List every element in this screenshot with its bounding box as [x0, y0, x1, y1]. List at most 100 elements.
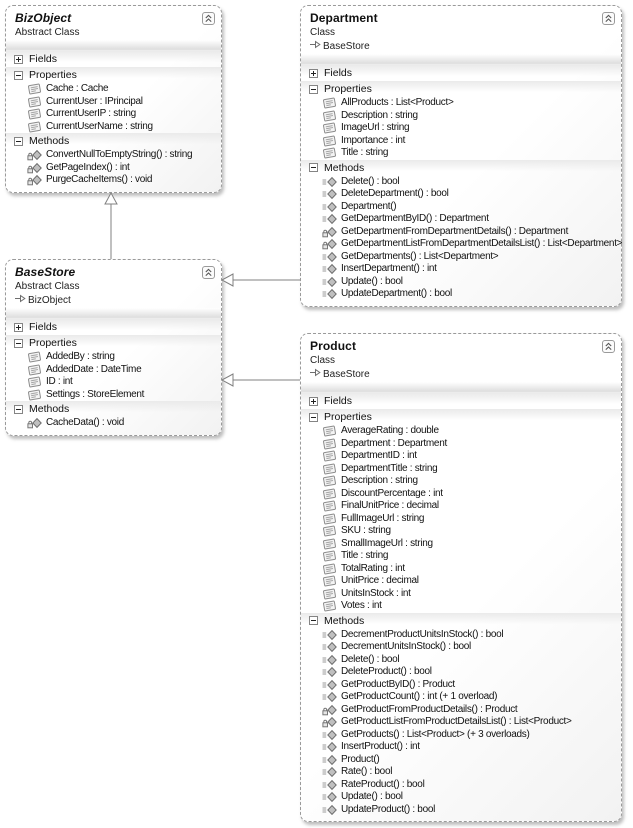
member-row-property[interactable]: ImageUrl : string	[301, 122, 621, 135]
class-title-row: Department	[310, 12, 615, 25]
member-row-property[interactable]: Votes : int	[301, 600, 621, 613]
method-icon	[322, 766, 337, 778]
member-row-method[interactable]: GetDepartmentFromDepartmentDetails() : D…	[301, 226, 621, 239]
compartment-header-methods[interactable]: Methods	[6, 133, 221, 149]
member-row-property[interactable]: Importance : int	[301, 135, 621, 148]
minus-expander-icon[interactable]	[14, 404, 23, 414]
plus-expander-icon[interactable]	[309, 396, 318, 406]
member-row-property[interactable]: CurrentUser : IPrincipal	[6, 96, 221, 109]
member-row-property[interactable]: ID : int	[6, 376, 221, 389]
member-row-method[interactable]: GetProductListFromProductDetailsList() :…	[301, 716, 621, 729]
plus-expander-icon[interactable]	[14, 322, 23, 332]
member-row-method[interactable]: DeleteDepartment() : bool	[301, 188, 621, 201]
minus-expander-icon[interactable]	[14, 136, 23, 146]
class-kind-label: Class	[310, 27, 336, 38]
collapse-button[interactable]	[602, 340, 615, 353]
collapse-button[interactable]	[202, 12, 215, 25]
member-row-property[interactable]: AddedBy : string	[6, 351, 221, 364]
member-row-method[interactable]: ConvertNullToEmptyString() : string	[6, 149, 221, 162]
property-icon	[322, 147, 337, 159]
member-row-method[interactable]: Delete() : bool	[301, 654, 621, 667]
compartment-header-properties[interactable]: Properties	[301, 81, 621, 97]
member-row-method[interactable]: CacheData() : void	[6, 417, 221, 430]
property-icon	[322, 538, 337, 550]
member-text: InsertProduct() : int	[341, 741, 420, 752]
member-row-property[interactable]: Department : Department	[301, 438, 621, 451]
plus-expander-icon[interactable]	[309, 68, 318, 78]
member-row-method[interactable]: UpdateProduct() : bool	[301, 804, 621, 817]
protected-method-icon	[322, 226, 337, 238]
minus-expander-icon[interactable]	[14, 338, 23, 348]
property-icon	[322, 588, 337, 600]
member-row-method[interactable]: Update() : bool	[301, 791, 621, 804]
member-row-property[interactable]: DepartmentTitle : string	[301, 463, 621, 476]
member-row-method[interactable]: PurgeCacheItems() : void	[6, 174, 221, 187]
member-row-property[interactable]: FinalUnitPrice : decimal	[301, 500, 621, 513]
member-row-property[interactable]: SKU : string	[301, 525, 621, 538]
member-row-method[interactable]: DecrementUnitsInStock() : bool	[301, 641, 621, 654]
member-row-property[interactable]: Title : string	[301, 147, 621, 160]
member-row-property[interactable]: AddedDate : DateTime	[6, 364, 221, 377]
member-row-method[interactable]: Product()	[301, 754, 621, 767]
member-row-property[interactable]: Settings : StoreElement	[6, 389, 221, 402]
member-text: CurrentUserIP : string	[46, 108, 136, 119]
member-row-method[interactable]: GetDepartmentByID() : Department	[301, 213, 621, 226]
minus-expander-icon[interactable]	[309, 616, 318, 625]
minus-expander-icon[interactable]	[309, 412, 318, 422]
compartment-header-properties[interactable]: Properties	[6, 335, 221, 351]
member-row-method[interactable]: DeleteProduct() : bool	[301, 666, 621, 679]
member-row-method[interactable]: UpdateDepartment() : bool	[301, 288, 621, 301]
member-row-method[interactable]: GetProductCount() : int (+ 1 overload)	[301, 691, 621, 704]
member-row-property[interactable]: CurrentUserName : string	[6, 121, 221, 134]
member-row-property[interactable]: Description : string	[301, 110, 621, 123]
minus-expander-icon[interactable]	[14, 70, 23, 80]
member-row-method[interactable]: GetDepartmentListFromDepartmentDetailsLi…	[301, 238, 623, 251]
member-row-method[interactable]: GetProductByID() : Product	[301, 679, 621, 692]
member-row-property[interactable]: SmallImageUrl : string	[301, 538, 621, 551]
member-row-method[interactable]: InsertDepartment() : int	[301, 263, 621, 276]
member-row-method[interactable]: GetProductFromProductDetails() : Product	[301, 704, 621, 717]
member-row-method[interactable]: RateProduct() : bool	[301, 779, 621, 792]
compartment-header-fields[interactable]: Fields	[6, 319, 221, 335]
member-row-property[interactable]: FullImageUrl : string	[301, 513, 621, 526]
member-row-property[interactable]: CurrentUserIP : string	[6, 108, 221, 121]
compartment-header-fields[interactable]: Fields	[301, 393, 621, 409]
compartment-header-methods[interactable]: Methods	[301, 612, 621, 629]
collapse-button[interactable]	[202, 266, 215, 279]
member-row-property[interactable]: AllProducts : List<Product>	[301, 97, 621, 110]
compartment-header-properties[interactable]: Properties	[6, 67, 221, 83]
compartment-header-methods[interactable]: Methods	[301, 159, 621, 176]
compartment-header-methods[interactable]: Methods	[6, 401, 221, 417]
member-row-method[interactable]: GetProducts() : List<Product> (+ 3 overl…	[301, 729, 621, 742]
minus-expander-icon[interactable]	[309, 163, 318, 172]
member-row-property[interactable]: UnitsInStock : int	[301, 588, 621, 601]
compartment-header-properties[interactable]: Properties	[301, 409, 621, 425]
compartment-header-fields[interactable]: Fields	[6, 51, 221, 67]
member-row-method[interactable]: Department()	[301, 201, 621, 214]
member-row-property[interactable]: DiscountPercentage : int	[301, 488, 621, 501]
member-row-method[interactable]: DecrementProductUnitsInStock() : bool	[301, 629, 621, 642]
member-row-method[interactable]: Update() : bool	[301, 276, 621, 289]
collapse-button[interactable]	[602, 12, 615, 25]
plus-expander-icon[interactable]	[14, 54, 23, 64]
property-icon	[322, 500, 337, 512]
member-row-method[interactable]: Delete() : bool	[301, 176, 621, 189]
member-row-method[interactable]: GetPageIndex() : int	[6, 162, 221, 175]
compartment-header-fields[interactable]: Fields	[301, 65, 621, 81]
member-row-property[interactable]: DepartmentID : int	[301, 450, 621, 463]
member-row-property[interactable]: Description : string	[301, 475, 621, 488]
member-row-property[interactable]: TotalRating : int	[301, 563, 621, 576]
member-row-method[interactable]: GetDepartments() : List<Department>	[301, 251, 621, 264]
member-row-property[interactable]: Title : string	[301, 550, 621, 563]
member-row-property[interactable]: UnitPrice : decimal	[301, 575, 621, 588]
minus-expander-icon[interactable]	[309, 84, 318, 94]
member-row-property[interactable]: Cache : Cache	[6, 83, 221, 96]
member-row-method[interactable]: Rate() : bool	[301, 766, 621, 779]
member-row-method[interactable]: InsertProduct() : int	[301, 741, 621, 754]
member-row-property[interactable]: AverageRating : double	[301, 425, 621, 438]
